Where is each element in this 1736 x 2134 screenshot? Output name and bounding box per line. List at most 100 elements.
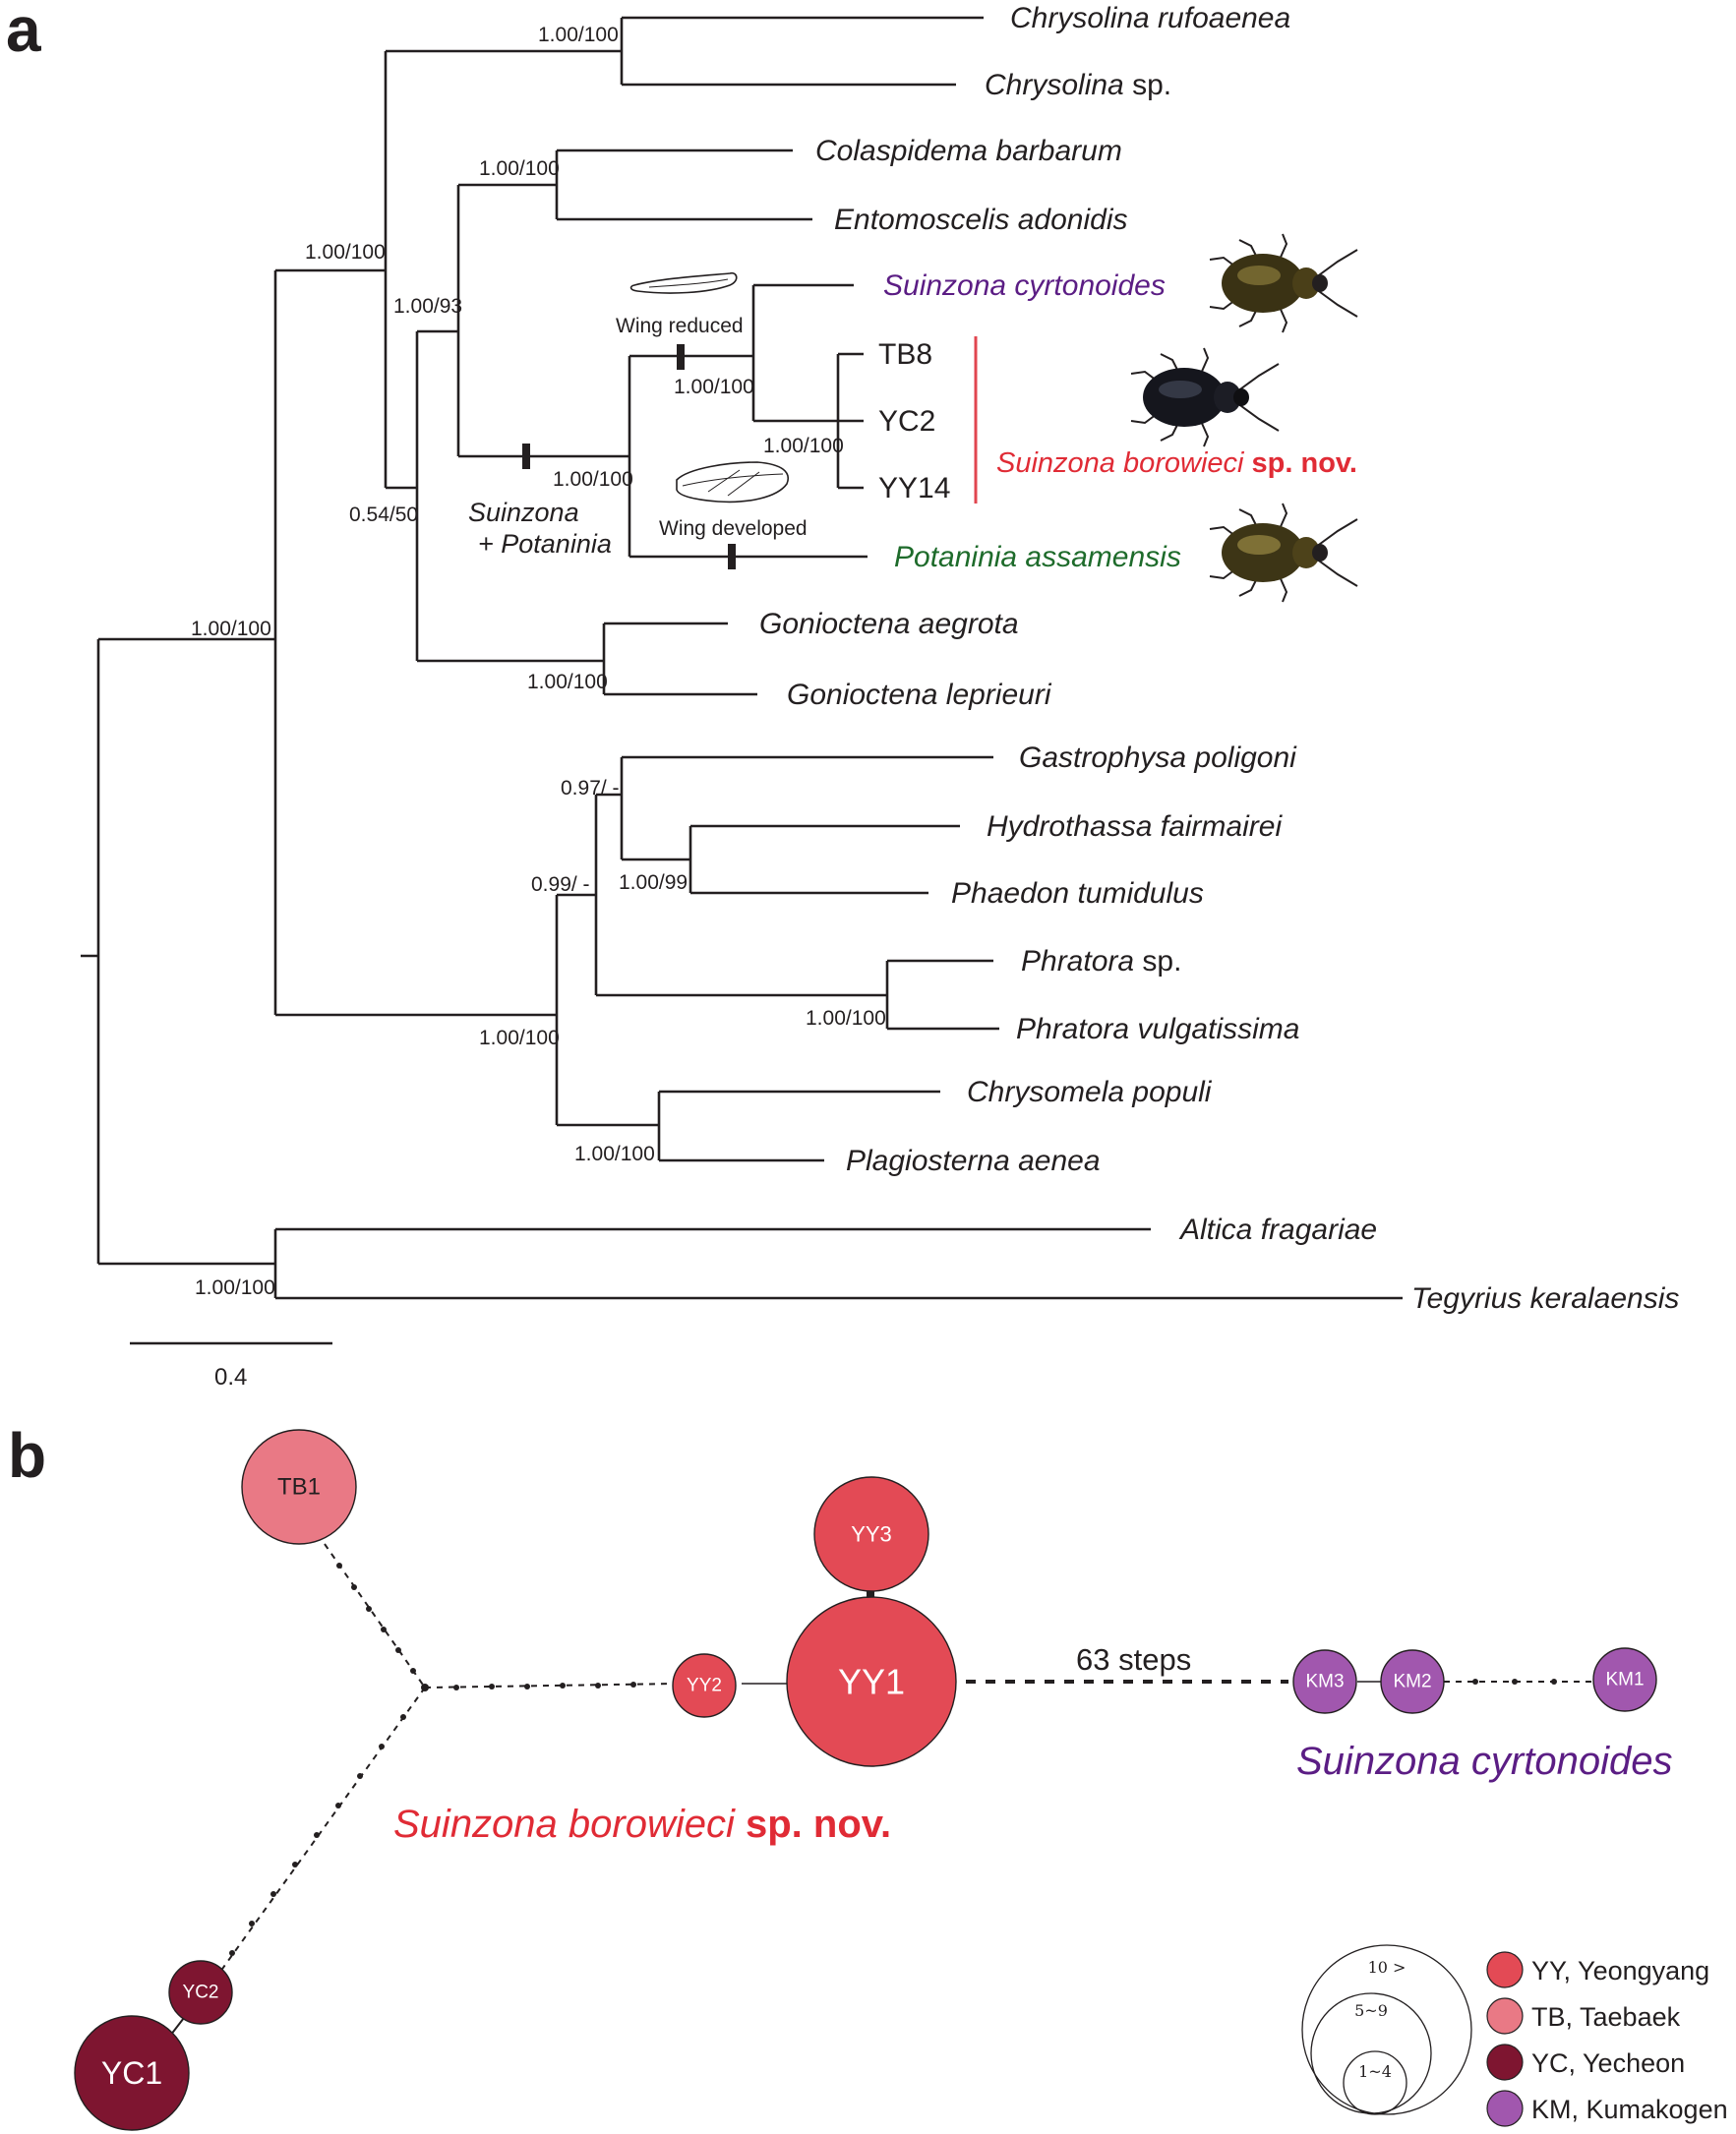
- new-species-label: Suinzona borowieci sp. nov.: [996, 447, 1357, 479]
- haplotype-network: TB1 YY3 YY1 YY2 KM3 KM2 KM1 YC2 YC1: [74, 1429, 1657, 2131]
- haplotype-label: KM1: [1605, 1670, 1644, 1690]
- taxon-label-yc2: YC2: [878, 405, 935, 438]
- steps-label: 63 steps: [1076, 1642, 1191, 1677]
- taxon-label: Phaedon tumidulus: [951, 877, 1204, 910]
- network-link: [324, 1543, 426, 1689]
- legend-swatch-yc: [1486, 2044, 1524, 2081]
- haplotype-label: YY3: [851, 1522, 892, 1547]
- network-link: [867, 1583, 874, 1603]
- network-link: [424, 1683, 680, 1689]
- taxon-label: Phratora vulgatissima: [1016, 1013, 1299, 1045]
- taxon-label: Chrysolina rufoaenea: [1010, 2, 1290, 34]
- mark-wing-reduced: [677, 344, 685, 370]
- support-value: 1.00/100: [553, 468, 633, 491]
- haplotype-label: YC2: [183, 1983, 219, 2003]
- haplotype-KM1: [1592, 1647, 1657, 1712]
- wing-reduced-label: Wing reduced: [616, 315, 744, 337]
- taxon-label: Hydrothassa fairmairei: [987, 810, 1283, 843]
- size-legend-large-label: 10 >: [1368, 1958, 1407, 1977]
- taxon-label-yy14: YY14: [878, 472, 950, 504]
- taxon-label-tb8: TB8: [878, 338, 932, 371]
- support-value: 1.00/100: [195, 1276, 275, 1299]
- size-legend-small-circle: [1343, 2050, 1407, 2115]
- support-values: 1.00/100 1.00/100 1.00/100 1.00/100 0.54…: [191, 24, 886, 1299]
- wing-vein: [727, 471, 760, 497]
- support-value: 1.00/100: [538, 24, 619, 46]
- haplotype-YY2: [672, 1653, 737, 1718]
- haplotype-YY3: [813, 1476, 929, 1592]
- haplotype-KM2: [1380, 1649, 1445, 1714]
- haplotype-label: KM2: [1393, 1672, 1431, 1692]
- support-value: 1.00/93: [393, 295, 462, 318]
- legend-swatch-km: [1486, 2090, 1524, 2127]
- size-legend-medium-circle: [1310, 1992, 1432, 2114]
- taxon-label: Altica fragariae: [1178, 1214, 1377, 1246]
- mutation-dots: [229, 1563, 1557, 1956]
- taxon-label: Chrysolina sp.: [985, 69, 1171, 101]
- wing-developed-label: Wing developed: [659, 517, 808, 540]
- clade-label-potaninia: + Potaninia: [478, 529, 612, 559]
- haplotype-label: YC1: [101, 2055, 162, 2091]
- taxon-label-suinzona-cyrtonoides: Suinzona cyrtonoides: [883, 269, 1166, 302]
- wing-vein: [682, 473, 784, 487]
- taxon-labels: Chrysolina rufoaenea Chrysolina sp. Cola…: [759, 2, 1679, 1315]
- network-label-cyrtonoides: Suinzona cyrtonoides: [1296, 1740, 1672, 1783]
- phylogenetic-tree: [81, 16, 1403, 1300]
- support-value: 1.00/100: [479, 1027, 560, 1049]
- haplotype-label: YY2: [687, 1676, 722, 1696]
- network-label-borowieci: Suinzona borowieci sp. nov.: [393, 1803, 891, 1846]
- haplotype-YC1: [74, 2015, 190, 2131]
- support-value: 1.00/100: [191, 618, 271, 640]
- taxon-label: Chrysomela populi: [967, 1076, 1213, 1108]
- support-value: 1.00/100: [674, 376, 754, 398]
- wing-developed-illustration: [676, 461, 789, 504]
- beetle-potaninia-icon: [1209, 503, 1358, 603]
- taxon-label: Plagiosterna aenea: [846, 1145, 1101, 1177]
- taxon-label: Colaspidema barbarum: [815, 135, 1122, 167]
- haplotype-KM3: [1292, 1649, 1357, 1714]
- scale-bar-label: 0.4: [214, 1364, 247, 1391]
- size-legend: 10 > 5~9 1~4: [1301, 1944, 1472, 2115]
- legend-label-yy: YY, Yeongyang: [1531, 1956, 1709, 1986]
- size-legend-small-label: 1~4: [1358, 2062, 1392, 2081]
- legend-label-km: KM, Kumakogen: [1531, 2095, 1728, 2124]
- support-value: 1.00/99: [619, 871, 688, 894]
- haplotype-YY1: [786, 1596, 957, 1767]
- clade-label-suinzona: Suinzona: [468, 498, 579, 527]
- wing-vein: [648, 278, 729, 288]
- mark-wing-developed: [728, 544, 736, 569]
- wing-reduced-icon: [629, 271, 738, 294]
- panel-a-letter: a: [6, 0, 41, 65]
- legend-label-tb: TB, Taebaek: [1531, 2002, 1681, 2032]
- wing-developed-icon: [676, 461, 789, 504]
- taxon-label: Entomoscelis adonidis: [834, 204, 1128, 236]
- legend-swatch-tb: [1486, 1997, 1524, 2035]
- beetle-cyrtonoides-icon: [1209, 233, 1358, 333]
- wing-reduced-illustration: [629, 271, 738, 294]
- support-value: 1.00/100: [806, 1007, 886, 1030]
- haplotype-YC2: [168, 1960, 233, 2025]
- support-value: 0.97/ -: [561, 777, 620, 800]
- mark-suinzona-potaninia: [522, 444, 530, 469]
- support-value: 1.00/100: [527, 671, 608, 693]
- size-legend-medium-label: 5~9: [1354, 2001, 1388, 2020]
- haplotype-label: KM3: [1305, 1672, 1344, 1692]
- taxon-label: Tegyrius keralaensis: [1411, 1282, 1679, 1315]
- taxon-label-potaninia: Potaninia assamensis: [894, 541, 1181, 573]
- size-legend-large-circle: [1301, 1944, 1472, 2115]
- haplotype-label: TB1: [277, 1474, 321, 1501]
- taxon-label: Phratora sp.: [1021, 945, 1181, 978]
- support-value: 1.00/100: [305, 241, 386, 264]
- wing-vein: [707, 469, 741, 493]
- support-value: 0.54/50: [349, 504, 418, 526]
- taxon-label: Gastrophysa poligoni: [1019, 741, 1297, 774]
- color-legend: YY, Yeongyang TB, Taebaek YC, Yecheon KM…: [1486, 1951, 1728, 2127]
- haplotype-label: YY1: [838, 1662, 905, 1702]
- taxon-label: Gonioctena leprieuri: [787, 679, 1052, 711]
- legend-label-yc: YC, Yecheon: [1531, 2048, 1685, 2078]
- taxon-label: Gonioctena aegrota: [759, 608, 1019, 640]
- legend-swatch-yy: [1486, 1951, 1524, 1988]
- support-value: 1.00/100: [479, 157, 560, 180]
- support-value: 1.00/100: [763, 435, 844, 457]
